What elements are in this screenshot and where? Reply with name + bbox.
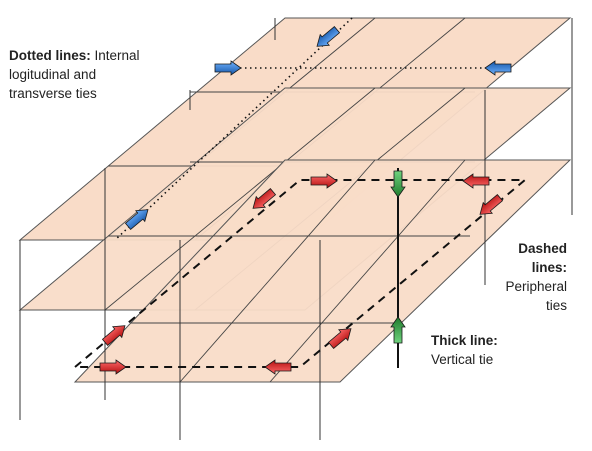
columns [19,18,573,440]
red-arrow [101,325,126,346]
label-dotted-line1: Internal [90,48,140,63]
label-dotted-title: Dotted lines: [9,48,91,63]
red-arrow [479,194,504,215]
red-arrow [252,188,277,209]
label-thick-line: Thick line: Vertical tie [431,331,571,369]
red-arrow [264,359,292,375]
label-dotted-line2: logitudinal and [9,67,97,82]
label-dotted-line3: transverse ties [9,86,97,101]
red-arrow [99,359,127,375]
red-arrow [310,173,338,189]
label-dashed-title2: lines: [531,260,567,275]
blue-arrow [124,209,149,230]
label-thick-title: Thick line: [431,333,498,348]
green-arrow-up [390,316,406,344]
red-arrow [327,328,352,349]
peripheral-tie-arrows [99,173,504,375]
label-dotted-lines: Dotted lines: Internal logitudinal and t… [9,46,169,103]
peripheral-tie-dashed [72,179,528,368]
vertical-tie-arrows [390,170,406,344]
slab-bottom [73,159,572,383]
label-dashed-lines: Dashed lines: Peripheral ties [470,239,567,315]
green-arrow-down [390,170,406,198]
red-arrow [462,173,490,189]
label-dashed-line1: Peripheral [505,279,567,294]
internal-tie-dotted [114,17,500,241]
label-thick-line1: Vertical tie [431,352,494,367]
blue-arrow [484,60,512,76]
label-dashed-line2: ties [545,298,567,313]
label-dashed-title1: Dashed [518,241,567,256]
internal-tie-arrows [124,26,512,230]
blue-arrow [214,60,242,76]
blue-arrow [316,26,341,47]
